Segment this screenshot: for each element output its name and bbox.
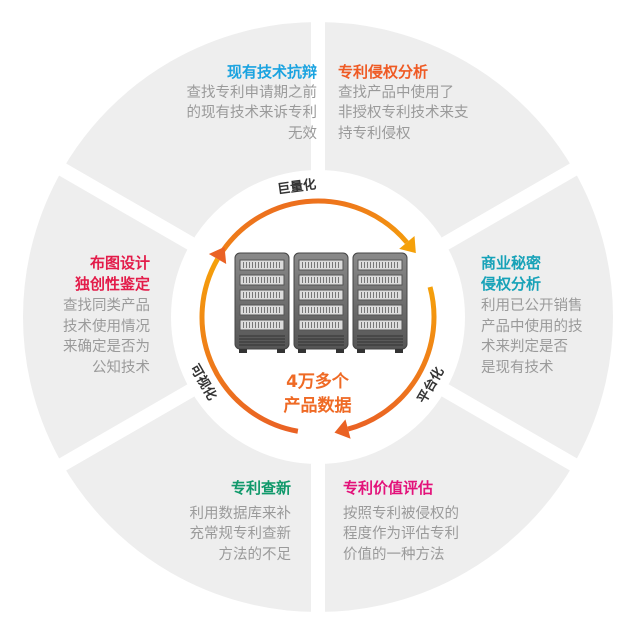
segment-trade-secret: 商业秘密 侵权分析 利用已公开销售 产品中使用的技 术来判定是否 是现有技术: [481, 253, 583, 378]
arrowhead-icon: [208, 246, 227, 264]
segment-1: [311, 7, 590, 257]
center-line-2: 产品数据: [283, 396, 352, 416]
segment-novelty-search: 专利查新 利用数据库来补 充常规专利查新 方法的不足: [190, 478, 292, 565]
arrowhead-icon: [399, 236, 416, 254]
segment-prior-art-defense: 现有技术抗辩 查找专利申请期之前 的现有技术来诉专利 无效: [187, 62, 318, 144]
segment-text: 是现有技术: [481, 359, 554, 376]
segment-text: 技术使用情况: [63, 318, 150, 335]
segment-title: 商业秘密: [481, 254, 542, 272]
segment-patent-valuation: 专利价值评估 按照专利被侵权的 程度作为评估专利 价值的一种方法: [343, 478, 459, 565]
segment-text: 价值的一种方法: [343, 546, 445, 563]
segment-text: 方法的不足: [218, 546, 292, 563]
segment-text: 查找产品中使用了: [338, 84, 454, 101]
segment-text: 非授权专利技术来支: [338, 105, 469, 121]
segment-text: 利用数据库来补: [189, 505, 292, 522]
server-rack-icon: [234, 252, 290, 353]
segment-5: [9, 156, 207, 478]
segment-text: 程度作为评估专利: [343, 526, 459, 542]
segment-title: 现有技术抗辩: [226, 63, 317, 81]
segment-text: 的现有技术来诉专利: [186, 105, 318, 121]
segment-title: 专利侵权分析: [338, 63, 429, 81]
segment-text: 来确定是否为: [63, 339, 150, 355]
segment-3: [311, 377, 590, 627]
server-rack-icon: [293, 252, 349, 353]
center-line-1: 4万多个: [286, 372, 349, 392]
segment-text: 查找专利申请期之前: [186, 84, 318, 101]
segment-text: 产品中使用的技: [481, 318, 583, 335]
segment-title: 专利价值评估: [343, 479, 434, 497]
segment-infringement-analysis: 专利侵权分析 查找产品中使用了 非授权专利技术来支 持专利侵权: [338, 62, 469, 144]
segment-text: 持专利侵权: [338, 125, 411, 142]
segment-title: 专利查新: [230, 479, 291, 497]
segment-text: 按照专利被侵权的: [343, 505, 459, 522]
arrow-visualize: [199, 257, 299, 434]
segment-title: 侵权分析: [481, 274, 542, 293]
arrow-platform: [347, 286, 437, 432]
segment-layout-design: 布图设计 独创性鉴定 查找同类产品 技术使用情况 来确定是否为 公知技术: [63, 253, 150, 378]
segment-4: [46, 377, 325, 627]
segment-text: 术来判定是否: [481, 339, 568, 355]
segment-title: 独创性鉴定: [74, 274, 150, 293]
segment-text: 无效: [288, 125, 317, 142]
segment-0: [46, 7, 325, 257]
segment-title: 布图设计: [89, 254, 150, 272]
arrowhead-icon: [334, 419, 351, 439]
arrow-massive: [220, 198, 409, 252]
segment-2: [429, 156, 627, 478]
segment-text: 利用已公开销售: [481, 298, 583, 314]
segment-text: 充常规专利查新: [189, 526, 292, 542]
segment-text: 查找同类产品: [63, 298, 150, 314]
segment-text: 公知技术: [92, 359, 150, 376]
server-racks-icon: [234, 252, 408, 353]
server-rack-icon: [352, 252, 408, 353]
center-label: 4万多个 产品数据: [250, 370, 385, 418]
